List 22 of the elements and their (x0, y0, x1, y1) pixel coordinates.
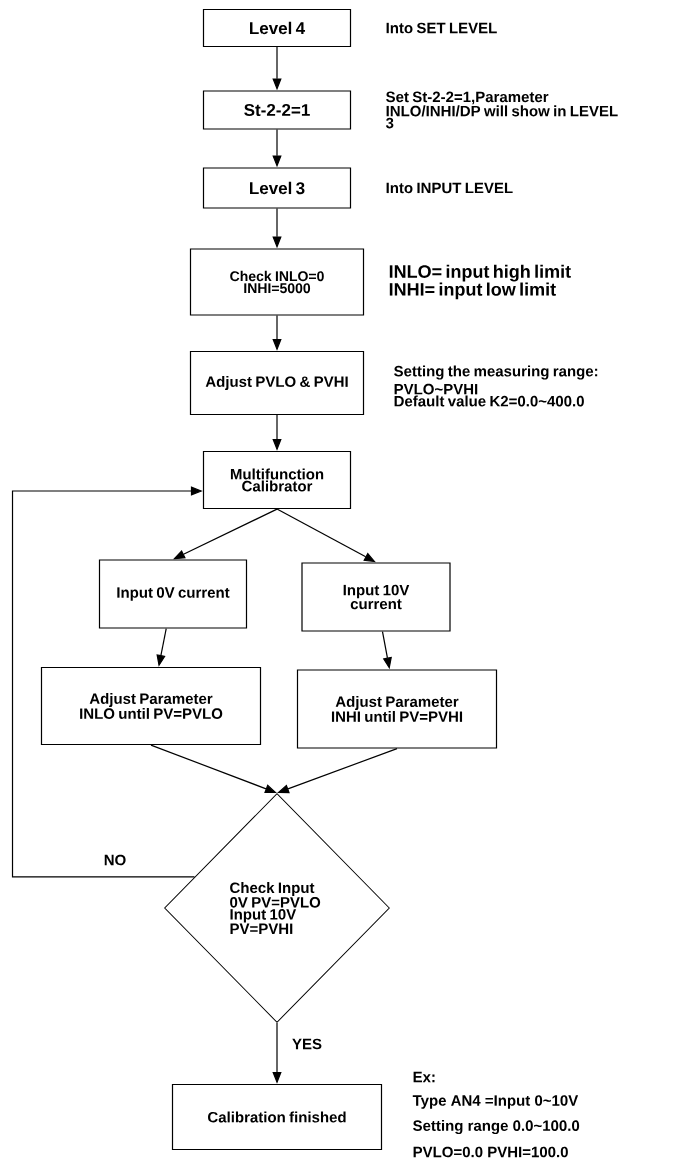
process-box: Adjust Parameter INLO until PV=PVLO (40, 666, 262, 746)
process-box: St-2-2=1 (202, 90, 352, 130)
process-box: Calibration finished (171, 1083, 383, 1151)
process-box: Check INLO=0 INHI=5000 (189, 248, 365, 316)
side-note: Into SET LEVEL (386, 22, 497, 34)
process-box: Level 3 (202, 167, 352, 209)
arrow (276, 508, 376, 563)
side-note: INLO= input high limit INHI= input low limit (389, 264, 571, 300)
process-box: Adjust Parameter INHI until PV=PVHI (296, 669, 498, 749)
note-text: Setting range 0.0~100.0 (413, 1119, 580, 1134)
note-text: Type AN4 =Input 0~10V (412, 1095, 579, 1109)
side-note: Into INPUT LEVEL (386, 182, 513, 194)
note-text: PVLO=0.0 PVHI=100.0 (413, 1146, 568, 1158)
side-note: Set St-2-2=1,Parameter INLO/INHI/DP will show in LEVEL 3 (385, 91, 618, 129)
note-text: Ex: (413, 1071, 435, 1083)
process-box: Input 10V current (301, 562, 451, 632)
process-box: Adjust PVLO & PVHI (189, 350, 365, 416)
arrow (173, 508, 278, 560)
process-box: Level 4 (202, 8, 352, 48)
process-box: Input 0V current (98, 559, 248, 629)
side-note: Setting the measuring range: PVLO~PVHI Default value K2=0.0~400.0 (394, 365, 598, 407)
process-box: Multifunction Calibrator (202, 450, 352, 510)
